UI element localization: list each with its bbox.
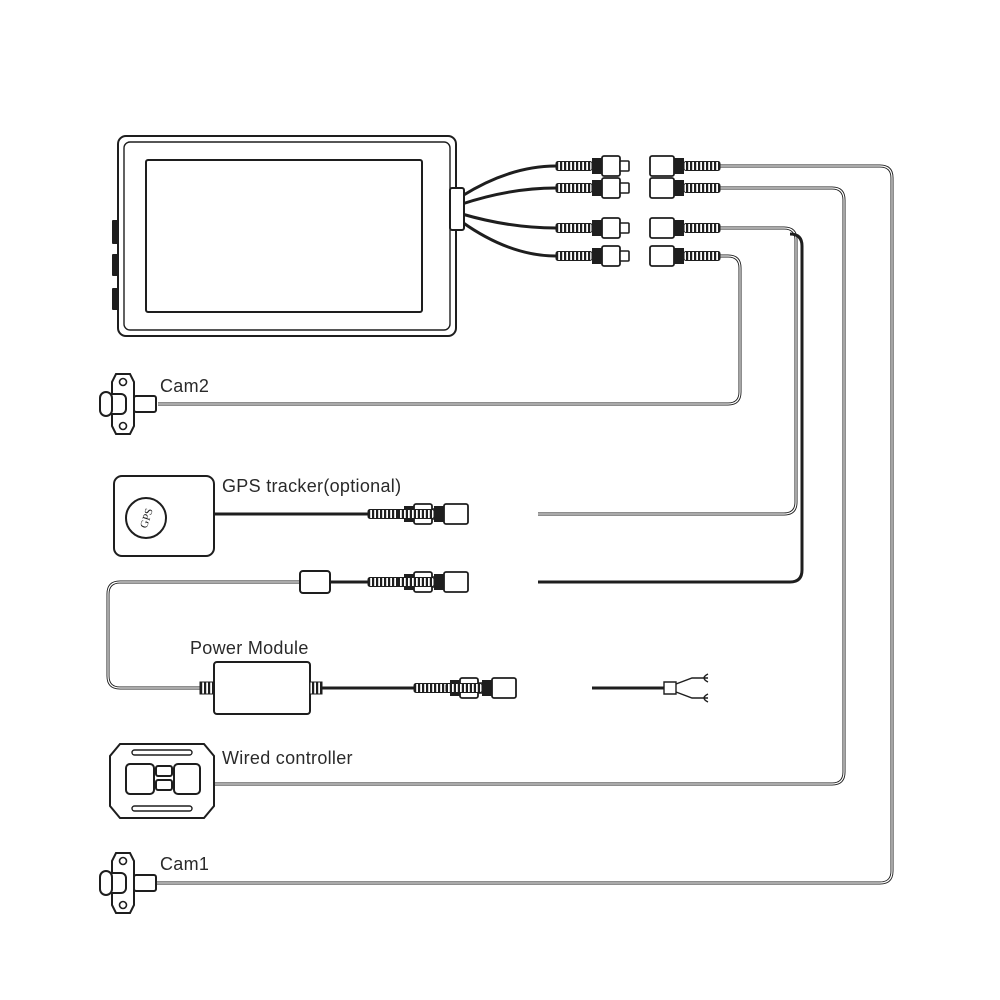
ferrite-bead	[299, 570, 331, 594]
wired-controller-label: Wired controller	[222, 748, 353, 768]
fork-terminals	[628, 673, 709, 703]
power-connector	[367, 571, 469, 593]
cam1-label: Cam1	[160, 854, 209, 874]
wired-controller	[109, 743, 215, 819]
power-module-label: Power Module	[190, 638, 309, 658]
gps-badge-text: GPS	[138, 507, 156, 530]
cam2-camera	[99, 373, 157, 435]
harness-connectors	[555, 155, 721, 267]
power-module	[199, 661, 323, 715]
monitor-unit	[112, 135, 465, 337]
cam2-label: Cam2	[160, 376, 209, 396]
cam1-camera	[99, 852, 157, 914]
gps-connector	[367, 503, 469, 525]
gps-tracker-label: GPS tracker(optional)	[222, 476, 401, 496]
power-module-connector	[413, 677, 517, 699]
gps-tracker: GPS	[113, 475, 215, 557]
